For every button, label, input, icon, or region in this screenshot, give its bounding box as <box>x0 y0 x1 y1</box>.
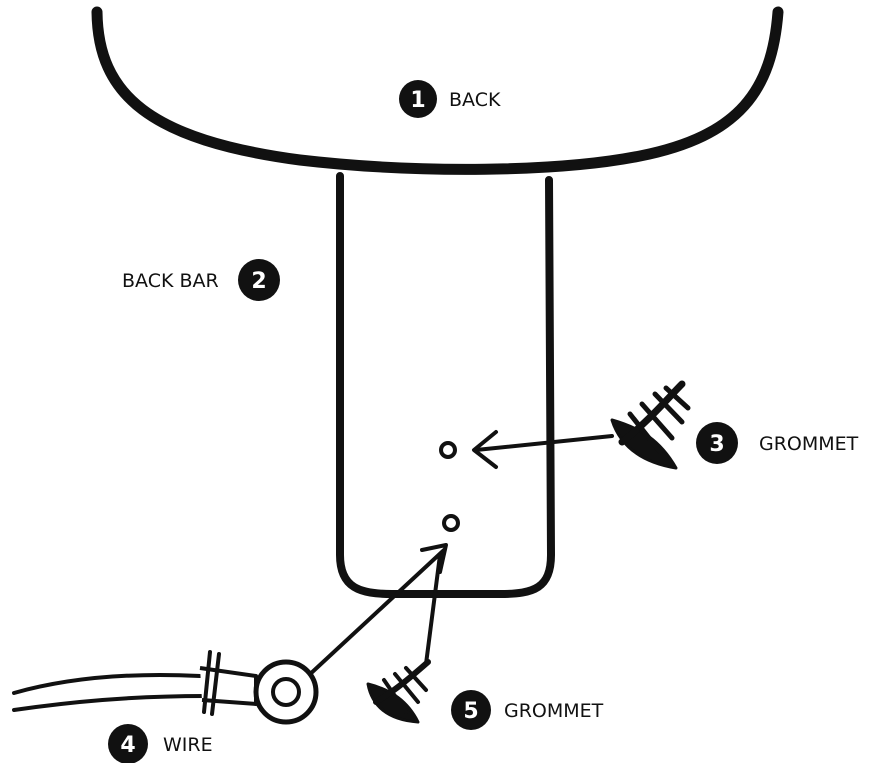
callout-number: 4 <box>120 733 135 758</box>
callout-back-bar: BACK BAR 2 <box>122 259 280 301</box>
back-bar-outline <box>336 172 555 598</box>
callout-label: GROMMET <box>759 433 859 455</box>
upper-grommet-arrow <box>472 430 614 469</box>
callout-grommet-upper: 3 GROMMET <box>696 422 859 464</box>
callout-label: BACK BAR <box>122 270 219 292</box>
lower-hole <box>442 514 460 532</box>
callout-back: 1 BACK <box>399 80 501 118</box>
callout-number: 5 <box>463 699 478 724</box>
lower-grommet-icon <box>366 659 431 724</box>
callout-label: GROMMET <box>504 700 604 722</box>
lower-grommet-arrow <box>424 553 442 666</box>
callout-badge <box>238 259 280 301</box>
lower-arrowhead <box>420 543 448 574</box>
back-outline <box>91 6 784 175</box>
callout-badge <box>399 80 437 118</box>
callout-badge <box>108 724 148 763</box>
callout-badge <box>451 690 491 730</box>
callout-badge <box>696 422 738 464</box>
callout-grommet-lower: 5 GROMMET <box>451 690 604 730</box>
callout-label: BACK <box>449 89 501 111</box>
callout-number: 1 <box>410 88 425 113</box>
upper-hole <box>439 441 457 459</box>
wire-terminal-icon <box>12 650 319 725</box>
callout-label: WIRE <box>163 734 213 756</box>
callout-wire: 4 WIRE <box>108 724 213 763</box>
wire-arrow <box>306 548 446 678</box>
callout-number: 3 <box>709 432 724 457</box>
callout-number: 2 <box>251 269 266 294</box>
upper-grommet-icon <box>610 380 691 470</box>
